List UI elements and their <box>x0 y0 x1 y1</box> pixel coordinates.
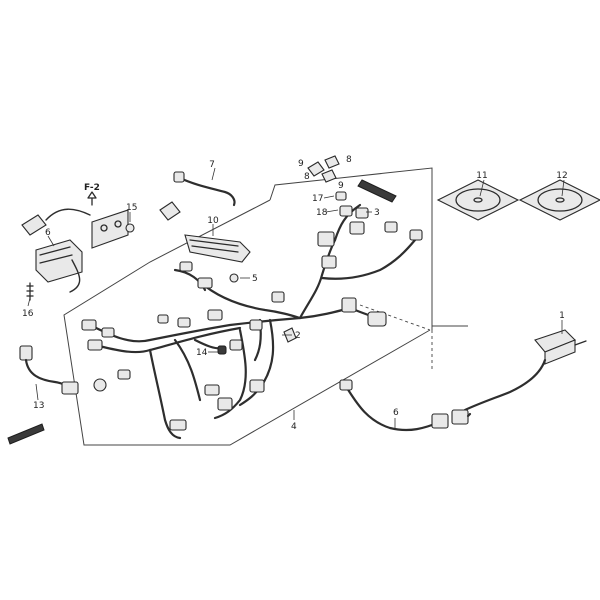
harness-cover <box>184 234 251 263</box>
connector <box>317 231 335 247</box>
callout-3: 3 <box>374 208 380 218</box>
callout-17: 17 <box>312 194 323 204</box>
callout-12: 12 <box>556 171 567 181</box>
connector <box>101 327 115 338</box>
connector <box>177 317 191 328</box>
connector <box>249 379 265 393</box>
connector <box>384 221 398 233</box>
connector <box>117 369 131 380</box>
connector <box>169 419 187 431</box>
callout-6-extension: 6 <box>393 408 399 418</box>
sub-harness <box>7 345 79 445</box>
nut-icon <box>125 223 135 233</box>
reference-mark-f2: F-2 <box>84 183 100 193</box>
wire-band <box>217 345 227 355</box>
callout-8: 8 <box>346 155 352 165</box>
small-grommet <box>229 273 239 283</box>
connector <box>217 397 233 411</box>
connector <box>349 221 365 235</box>
manual-disc-12 <box>518 179 600 221</box>
callout-1: 1 <box>559 311 565 321</box>
callout-9-lower: 9 <box>338 181 344 191</box>
callout-numbers: 7 10 9 8 8 9 17 18 3 11 12 1 5 2 14 4 6 … <box>22 155 568 432</box>
sensor-unit <box>463 329 587 412</box>
connector <box>81 319 97 331</box>
callout-10: 10 <box>207 216 219 226</box>
main-harness-frame <box>63 167 468 446</box>
manual-disc-11 <box>436 179 520 221</box>
connector <box>249 319 263 331</box>
connector <box>204 384 220 396</box>
wire-tie <box>7 423 45 445</box>
connector <box>87 339 103 351</box>
callout-7: 7 <box>209 160 215 170</box>
arrow-up-icon <box>87 191 97 206</box>
callout-6-module: 6 <box>45 228 51 238</box>
callout-11: 11 <box>476 171 487 181</box>
connector <box>197 277 213 289</box>
connector <box>157 314 169 324</box>
callout-18: 18 <box>316 208 328 218</box>
connector <box>207 309 223 321</box>
connector <box>179 261 193 272</box>
main-wire-harness <box>81 203 423 440</box>
callout-16: 16 <box>22 309 34 319</box>
clip-cluster <box>307 155 397 219</box>
mounting-bracket <box>91 209 129 249</box>
connector <box>229 339 243 351</box>
connector <box>409 229 423 241</box>
connector <box>321 255 337 269</box>
callout-4: 4 <box>291 422 297 432</box>
extension-harness <box>339 379 472 432</box>
callout-2: 2 <box>295 331 301 341</box>
callout-9-top: 9 <box>298 159 304 169</box>
control-module-assembly <box>21 191 135 301</box>
callout-13: 13 <box>33 401 44 411</box>
callout-5: 5 <box>252 274 258 284</box>
connector <box>341 297 357 313</box>
leader-lines <box>27 167 565 428</box>
callout-15: 15 <box>126 203 137 213</box>
grommet <box>93 378 107 392</box>
bolt-icon <box>26 282 34 301</box>
connector <box>271 291 285 303</box>
callout-8-lower: 8 <box>304 172 310 182</box>
clamp-strap <box>159 171 236 221</box>
callout-14: 14 <box>196 348 208 358</box>
connector <box>367 311 387 327</box>
